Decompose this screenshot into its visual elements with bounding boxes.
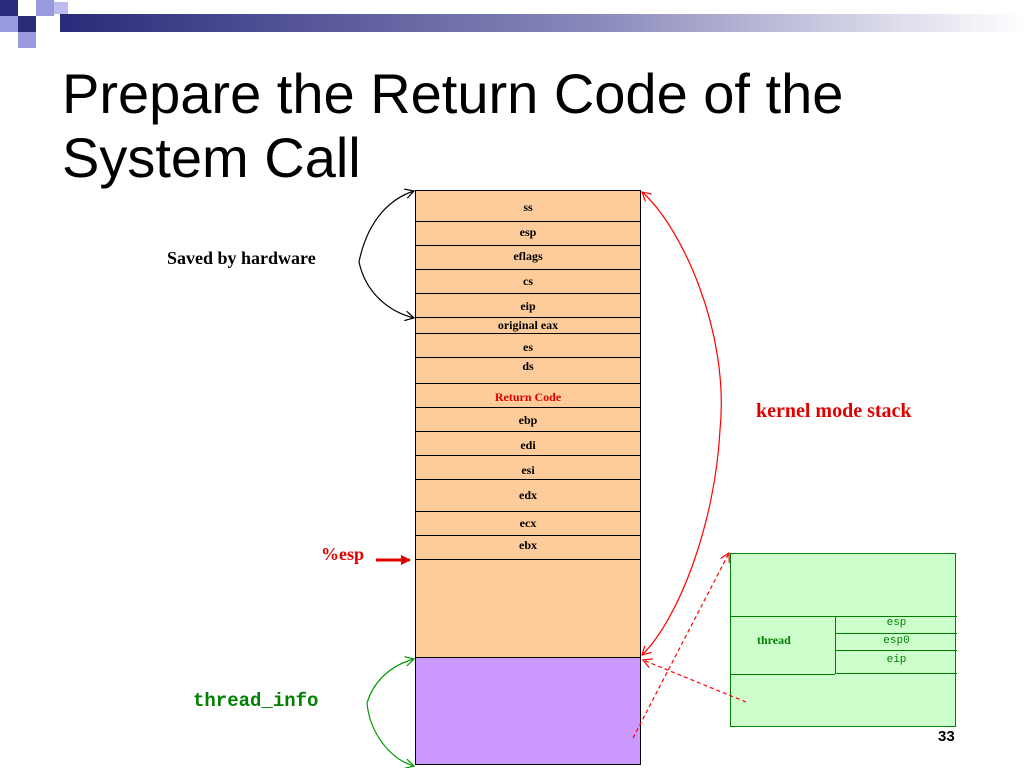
logo-square <box>0 0 18 16</box>
thread-info-arrow <box>366 702 414 766</box>
thread-esp0-pointer <box>632 553 729 739</box>
logo-square <box>18 0 36 16</box>
stack-slot-ds: ds <box>415 357 641 385</box>
logo-square <box>18 32 36 48</box>
thread-esp-pointer <box>643 660 747 703</box>
thread-info-arrow <box>366 659 414 704</box>
stack-slot-ecx: ecx <box>415 511 641 537</box>
kernel-stack-arrow <box>642 429 721 655</box>
page-number: 33 <box>938 728 955 745</box>
slide-title: Prepare the Return Code of the System Ca… <box>62 62 844 189</box>
hardware-bracket-arrow <box>358 261 414 318</box>
thread-label: thread <box>757 633 791 647</box>
thread-field-esp0: esp0 <box>835 633 957 651</box>
kernel-mode-stack-label: kernel mode stack <box>756 400 912 422</box>
thread-struct: thread esp esp0 eip <box>730 553 957 727</box>
kernel-stack-arrow <box>642 192 722 431</box>
logo-square <box>0 16 18 32</box>
thread-field-esp: esp <box>835 616 957 633</box>
thread-divider <box>731 674 835 675</box>
thread-info-label: thread_info <box>193 690 319 712</box>
thread-divider <box>731 616 835 617</box>
stack-slot-ebp: ebp <box>415 407 641 433</box>
thread-info-area <box>415 657 641 765</box>
stack-slot-es: es <box>415 333 641 359</box>
stack-free-space <box>415 559 641 659</box>
esp-pointer-label: %esp <box>321 544 365 564</box>
logo-square <box>54 2 68 14</box>
logo-square <box>36 16 54 32</box>
logo-square <box>18 16 36 32</box>
header-decoration <box>0 0 1024 48</box>
thread-field-eip: eip <box>835 651 957 674</box>
hardware-bracket-arrow <box>358 191 414 263</box>
saved-by-hardware-label: Saved by hardware <box>167 248 316 268</box>
logo-square <box>36 0 54 16</box>
